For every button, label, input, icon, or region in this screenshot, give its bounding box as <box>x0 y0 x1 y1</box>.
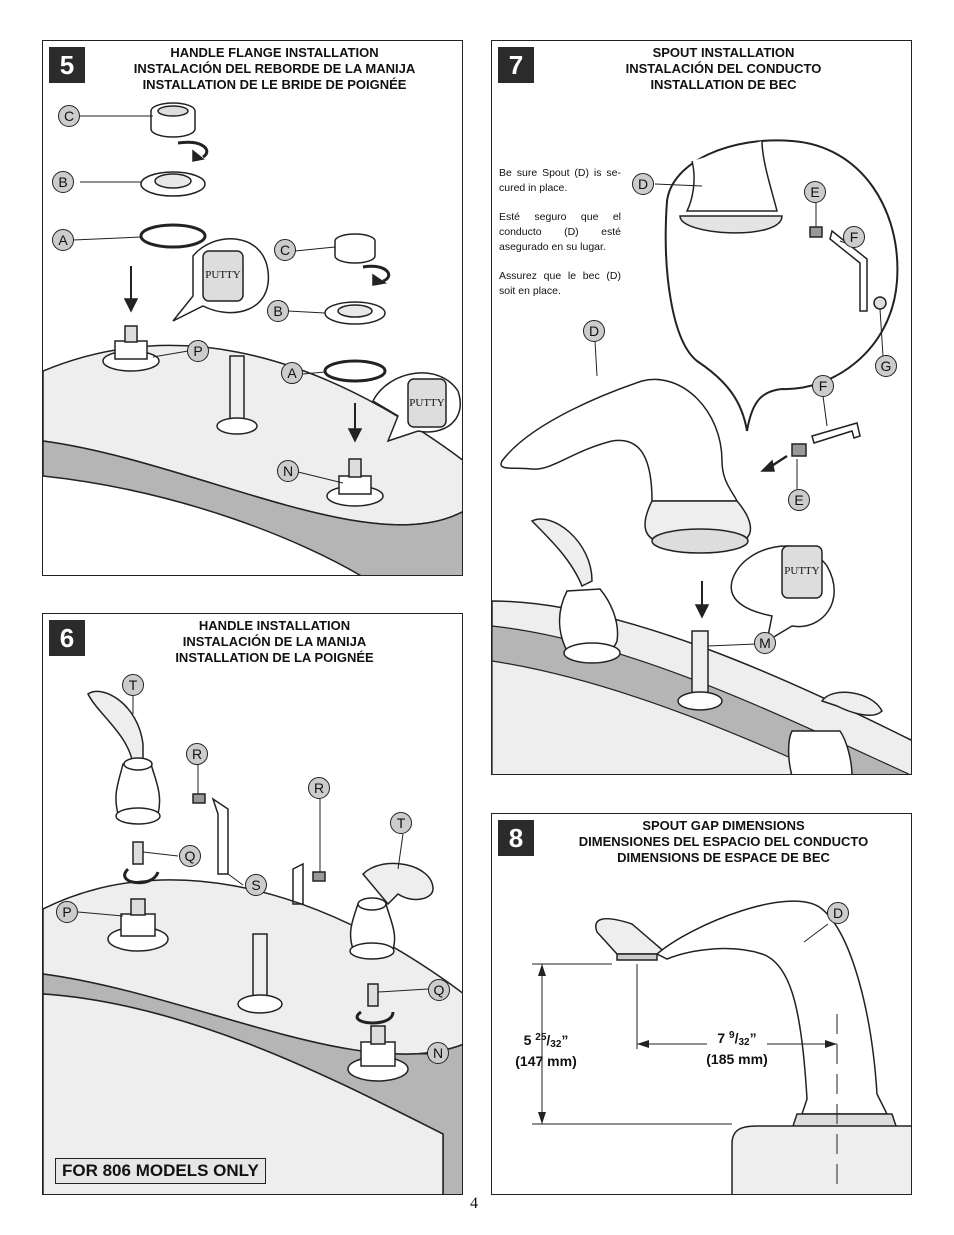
step-title: HANDLE FLANGE INSTALLATION INSTALACIÓN D… <box>93 45 456 93</box>
step-6-panel: 6 HANDLE INSTALLATION INSTALACIÓN DE LA … <box>42 613 463 1195</box>
handle-installation-illustration <box>43 690 462 1194</box>
step-5-panel: 5 HANDLE FLANGE INSTALLATION INSTALACIÓN… <box>42 40 463 576</box>
step-title: SPOUT GAP DIMENSIONS DIMENSIONES DEL ESP… <box>542 818 905 866</box>
callout-r: R <box>308 777 330 799</box>
note-fr: Assurez que le bec (D) soit en place. <box>499 270 621 297</box>
callout-d: D <box>827 902 849 924</box>
step-number: 5 <box>49 47 85 83</box>
height-whole: 5 <box>523 1032 532 1048</box>
step-8-panel: 8 SPOUT GAP DIMENSIONS DIMENSIONES DEL E… <box>491 813 912 1195</box>
callout-m: M <box>754 632 776 654</box>
step-title: HANDLE INSTALLATION INSTALACIÓN DE LA MA… <box>93 618 456 666</box>
note-en: Be sure Spout (D) is se-cured in place. <box>499 167 621 194</box>
page-number: 4 <box>470 1195 478 1212</box>
step-7-panel: 7 SPOUT INSTALLATION INSTALACIÓN DEL CON… <box>491 40 912 775</box>
callout-p: P <box>56 901 78 923</box>
title-es: INSTALACIÓN DE LA MANIJA <box>182 634 367 649</box>
callout-n: N <box>277 460 299 482</box>
callout-b: B <box>52 171 74 193</box>
callout-f: F <box>843 226 865 248</box>
callout-a: A <box>281 362 303 384</box>
note-es: Esté seguro que el conducto (D) esté ase… <box>499 211 621 253</box>
reach-mm: (185 mm) <box>706 1051 768 1067</box>
spout-gap-illustration <box>532 900 911 1194</box>
callout-e: E <box>788 489 810 511</box>
callout-b: B <box>267 300 289 322</box>
title-es: INSTALACIÓN DEL CONDUCTO <box>625 61 822 76</box>
reach-whole: 7 <box>717 1030 726 1046</box>
callout-t: T <box>122 674 144 696</box>
callout-g: G <box>875 355 897 377</box>
title-en: HANDLE FLANGE INSTALLATION <box>170 45 379 60</box>
height-numerator: 25 <box>535 1032 547 1043</box>
reach-denominator: 32 <box>738 1037 750 1048</box>
putty-label: PUTTY <box>784 565 820 577</box>
callout-c: C <box>274 239 296 261</box>
callout-q: Q <box>428 979 450 1001</box>
callout-f: F <box>812 375 834 397</box>
title-fr: DIMENSIONS DE ESPACE DE BEC <box>617 850 830 865</box>
step-number: 6 <box>49 620 85 656</box>
spout-installation-illustration <box>492 139 911 774</box>
spout-height-dimension: 5 25/32” (147 mm) <box>506 1029 586 1070</box>
title-fr: INSTALLATION DE LA POIGNÉE <box>175 650 374 665</box>
callout-c: C <box>58 105 80 127</box>
handle-flange-illustration <box>43 102 462 575</box>
callout-n: N <box>427 1042 449 1064</box>
callout-e: E <box>804 181 826 203</box>
step-title: SPOUT INSTALLATION INSTALACIÓN DEL CONDU… <box>542 45 905 93</box>
callout-q: Q <box>179 845 201 867</box>
title-en: SPOUT GAP DIMENSIONS <box>642 818 805 833</box>
callout-p: P <box>187 340 209 362</box>
callout-s: S <box>245 874 267 896</box>
putty-label: PUTTY <box>205 269 241 281</box>
callout-d: D <box>583 320 605 342</box>
title-en: SPOUT INSTALLATION <box>652 45 795 60</box>
callout-a: A <box>52 229 74 251</box>
height-mm: (147 mm) <box>515 1053 577 1069</box>
callout-r: R <box>186 743 208 765</box>
reach-numerator: 9 <box>729 1030 735 1041</box>
putty-label: PUTTY <box>409 397 445 409</box>
title-es: DIMENSIONES DEL ESPACIO DEL CONDUCTO <box>578 834 869 849</box>
title-fr: INSTALLATION DE BEC <box>650 77 797 92</box>
height-denominator: 32 <box>550 1039 562 1050</box>
title-en: HANDLE INSTALLATION <box>198 618 351 633</box>
callout-d: D <box>632 173 654 195</box>
title-es: INSTALACIÓN DEL REBORDE DE LA MANIJA <box>133 61 416 76</box>
spout-reach-dimension: 7 9/32” (185 mm) <box>697 1027 777 1068</box>
callout-t: T <box>390 812 412 834</box>
models-note: FOR 806 MODELS ONLY <box>55 1158 266 1184</box>
step-number: 7 <box>498 47 534 83</box>
step-number: 8 <box>498 820 534 856</box>
title-fr: INSTALLATION DE LE BRIDE DE POIGNÉE <box>142 77 407 92</box>
